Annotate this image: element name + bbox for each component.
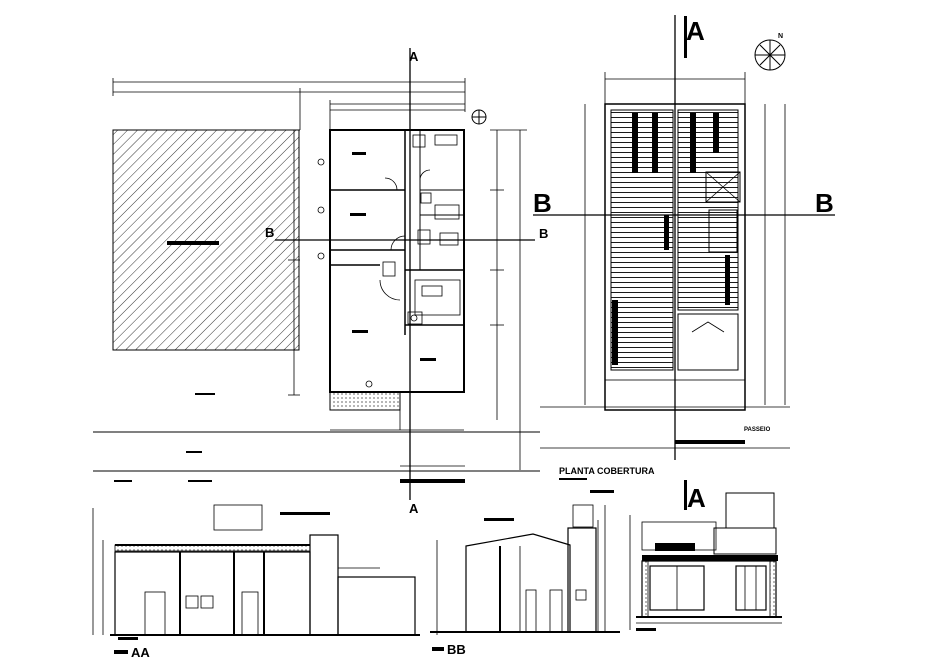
section-aa	[92, 504, 420, 640]
section-mark-a-plan-top: A	[409, 49, 419, 64]
section-mark-a-plan-bottom: A	[409, 501, 419, 516]
north-arrow-roof	[754, 39, 786, 71]
section-mark-a-roof-bottom: A	[687, 483, 706, 513]
section-bb-label: BB	[447, 642, 466, 657]
hatched-lot	[112, 129, 300, 351]
front-elevation	[629, 492, 782, 631]
section-mark-b-roof-left: B	[533, 188, 552, 218]
roof-plan-title: PLANTA COBERTURA	[559, 466, 655, 476]
scale-note	[559, 478, 587, 480]
section-aa-label: AA	[131, 645, 150, 660]
section-a-roof-bar	[684, 16, 687, 58]
section-mark-b-plan-left: B	[265, 225, 274, 240]
north-arrow-plan	[471, 109, 487, 125]
section-mark-b-plan-right: B	[539, 226, 548, 241]
roof-plan	[533, 15, 835, 460]
section-aa-underline	[114, 650, 128, 654]
floor-plan	[93, 48, 540, 500]
house-outline	[329, 129, 465, 393]
section-bb	[430, 490, 620, 635]
section-bb-underline	[432, 647, 444, 651]
section-mark-a-roof-top: A	[686, 16, 705, 46]
north-label: N	[778, 33, 783, 40]
section-mark-b-roof-right: B	[815, 188, 834, 218]
sidewalk-label: PASSEIO	[744, 427, 771, 433]
section-a-roof-bottom-bar	[684, 480, 687, 510]
